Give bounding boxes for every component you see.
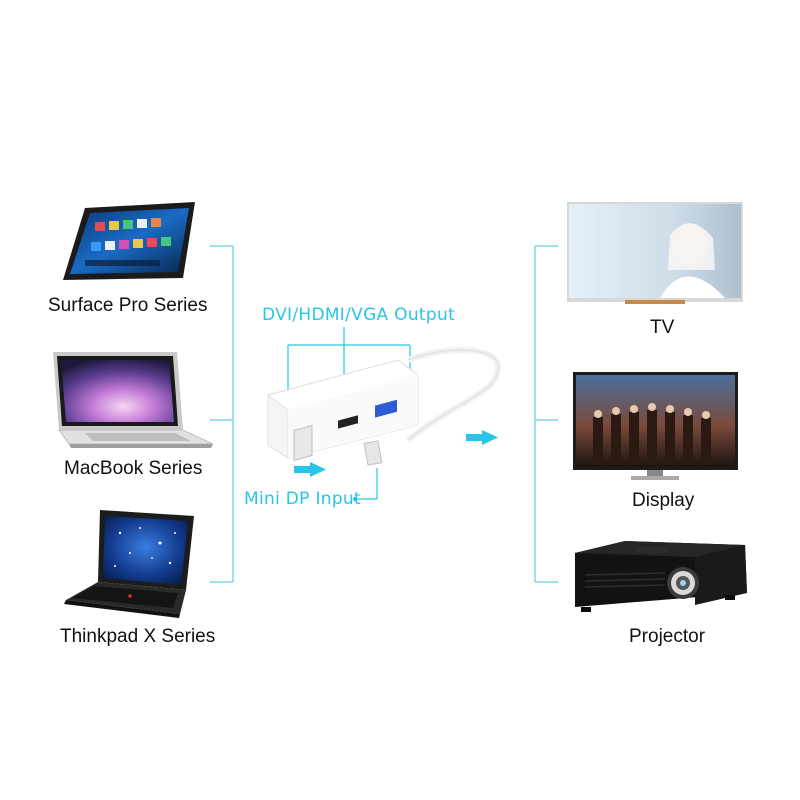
monitor-icon — [573, 372, 738, 480]
output-display — [573, 372, 738, 482]
source-label-surface: Surface Pro Series — [48, 295, 208, 316]
source-label-thinkpad: Thinkpad X Series — [60, 626, 216, 647]
laptop-icon — [53, 352, 214, 448]
input-callout-lines — [352, 468, 378, 502]
output-projector — [565, 535, 750, 615]
tablet-icon — [63, 202, 195, 280]
right-bracket — [534, 245, 558, 583]
hdmi-port — [338, 415, 358, 429]
laptop-icon — [64, 510, 194, 618]
dvi-port — [293, 424, 313, 461]
left-bracket — [210, 245, 234, 583]
projector-icon — [575, 541, 747, 612]
output-tv — [565, 200, 745, 310]
output-label: DVI/HDMI/VGA Output — [262, 305, 456, 325]
source-label-macbook: MacBook Series — [64, 458, 203, 479]
input-arrow-icon — [294, 462, 326, 477]
output-arrow-icon — [466, 430, 498, 445]
adapter — [258, 340, 508, 470]
output-label-tv: TV — [650, 317, 675, 338]
source-thinkpad — [60, 508, 200, 620]
tv-icon — [567, 202, 743, 304]
output-label-projector: Projector — [629, 626, 706, 647]
source-macbook — [45, 350, 215, 450]
adapter-device — [267, 347, 502, 466]
input-label: Mini DP Input — [244, 489, 361, 509]
output-label-display: Display — [632, 490, 695, 511]
source-surface-pro — [55, 200, 215, 285]
vga-port — [375, 399, 397, 418]
